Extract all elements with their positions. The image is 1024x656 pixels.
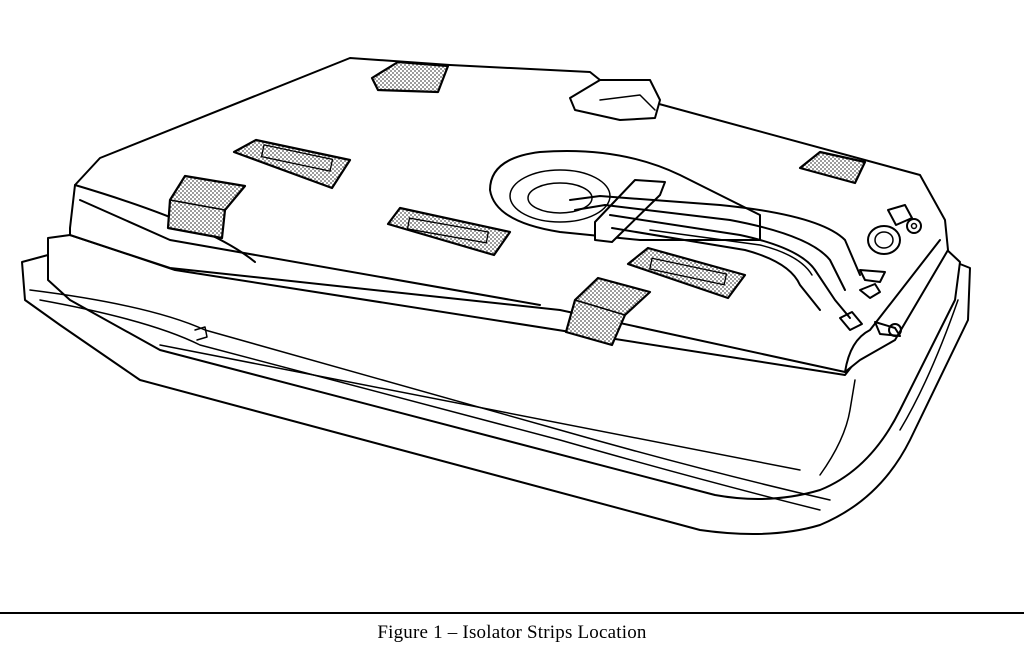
fuel-line-clamp [594, 179, 666, 243]
flange-seam-right [899, 299, 959, 431]
rear-recess [569, 79, 661, 121]
isolator-strip-right-bent [564, 276, 652, 347]
isolator-strip-rear-top [370, 60, 450, 94]
tank-lower-body [47, 234, 961, 500]
figure-caption: Figure 1 – Isolator Strips Location [377, 622, 647, 643]
side-crease-right [844, 239, 941, 373]
vent-tube [887, 204, 913, 226]
fitting-end-cap [888, 323, 902, 337]
fuel-line-1 [569, 195, 861, 276]
fuel-tank-diagram [21, 57, 971, 535]
fuel-line-5 [649, 229, 813, 276]
isolator-strip-right-long [626, 246, 747, 300]
isolator-strip-left-bent [166, 174, 247, 240]
filler-neck-outer [867, 225, 901, 255]
lower-edge-shade [159, 344, 801, 471]
vent-cap [906, 218, 922, 234]
fuel-line-2 [574, 204, 846, 291]
side-crease-front [79, 199, 541, 306]
isolator-strip-center-long [386, 206, 512, 257]
fitting-3 [839, 311, 863, 331]
caption-rule [0, 612, 1024, 614]
fuel-line-4 [611, 227, 821, 311]
vent-cap-center [910, 222, 918, 230]
isolator-strip-rear-right [798, 150, 867, 185]
fitting-2 [859, 283, 881, 299]
fitting-1 [859, 269, 886, 283]
flange-seam-lower [39, 299, 821, 511]
flange-tab [194, 326, 208, 341]
isolator-strip-left-long [232, 138, 352, 190]
corner-bevel [819, 379, 856, 476]
flange-seam-upper [29, 289, 831, 501]
filler-neck-inner [874, 231, 894, 249]
fitting-4 [874, 321, 901, 337]
rear-recess-floor [599, 94, 656, 111]
fuel-line-3 [609, 214, 851, 319]
